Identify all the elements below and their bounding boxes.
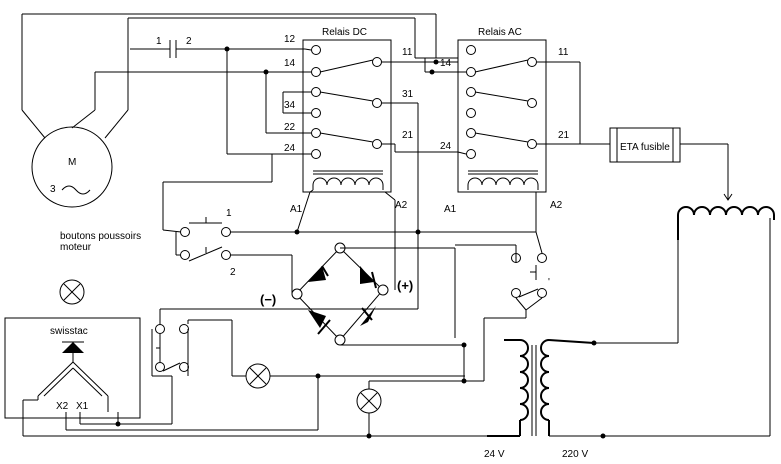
transformer-secondary-coil — [519, 339, 529, 421]
transformer-primary-coil — [540, 339, 550, 421]
diode-icon — [308, 266, 326, 282]
buttons-label-line2: moteur — [60, 242, 92, 253]
relay-ac-box — [457, 39, 547, 193]
fuse-label: ETA fusible — [620, 142, 670, 153]
swisstac-x1-label: X1 — [76, 401, 89, 412]
relay-ac-pin-11: 11 — [558, 47, 569, 58]
relay-dc: Relais DC 12 14 34 22 24 11 31 21 A1 A2 — [266, 27, 436, 215]
diode-icon — [360, 266, 374, 284]
lamp-indicator — [59, 279, 85, 305]
bridge-plus-label: (+) — [397, 278, 413, 293]
capacitor-pin2-label: 2 — [186, 36, 192, 47]
motor-phase-label: 3 — [50, 184, 56, 195]
relay-dc-pin-22: 22 — [284, 122, 296, 133]
autotransformer — [594, 206, 775, 437]
capacitor: 1 2 — [95, 36, 305, 75]
relay-ac-pin-24: 24 — [440, 141, 452, 152]
limit-switch: ' — [455, 231, 550, 381]
relay-ac-pin-21: 21 — [558, 130, 570, 141]
capacitor-pin1-label: 1 — [156, 36, 162, 47]
motor-label: M — [68, 157, 76, 168]
relay-dc-pin-31: 31 — [402, 89, 414, 100]
button-2-label: 2 — [230, 267, 236, 278]
transformer: 24 V 220 V — [484, 339, 606, 460]
fuse-box — [609, 127, 681, 163]
relay-ac-title: Relais AC — [478, 27, 522, 38]
relay-dc-pin-34: 34 — [284, 100, 296, 111]
transformer-primary-label: 220 V — [562, 449, 588, 460]
button-1-label: 1 — [226, 208, 232, 219]
relay-ac-pin-14: 14 — [440, 58, 452, 69]
relay-ac: Relais AC 14 24 11 21 A1 A2 — [440, 27, 610, 215]
relay-dc-coil — [312, 177, 384, 190]
swisstac-label: swisstac — [50, 326, 88, 337]
swisstac-box — [4, 317, 141, 419]
relay-dc-pin-21: 21 — [402, 130, 414, 141]
relay-dc-pin-11: 11 — [402, 47, 413, 58]
relay-dc-box — [302, 39, 392, 193]
relay-dc-a1: A1 — [290, 204, 303, 215]
autotransformer-coil — [677, 206, 775, 240]
left-switch — [151, 309, 233, 382]
buttons-label-line1: boutons poussoirs — [60, 231, 141, 242]
diode-icon — [308, 310, 326, 328]
motor-circle — [31, 126, 113, 208]
relay-dc-pin-14: 14 — [284, 58, 296, 69]
relay-dc-title: Relais DC — [322, 27, 367, 38]
transformer-secondary-label: 24 V — [484, 449, 505, 460]
bridge-rectifier: (−) (+) — [260, 242, 413, 346]
relay-ac-a1: A1 — [444, 204, 457, 215]
relay-ac-a2: A2 — [550, 200, 563, 211]
button-2[interactable] — [188, 246, 223, 262]
push-buttons: boutons poussoirs moteur 1 2 — [60, 208, 418, 278]
relay-dc-pin-24: 24 — [284, 143, 296, 154]
arrow-down-icon — [723, 193, 733, 201]
relay-ac-coil — [467, 177, 539, 190]
relay-dc-pin-12: 12 — [284, 34, 296, 45]
ac-symbol-icon — [61, 185, 91, 195]
lamp-center — [232, 363, 318, 389]
lamp-lower — [356, 381, 382, 418]
fuse: ETA fusible — [609, 127, 681, 163]
swisstac-x2-label: X2 — [56, 401, 69, 412]
limit-switch-tick: ' — [548, 277, 550, 288]
bridge-minus-label: (−) — [260, 292, 276, 307]
swisstac: swisstac X2 X1 — [4, 317, 141, 436]
motor: M 3 — [21, 14, 129, 208]
relay-dc-a2: A2 — [395, 200, 408, 211]
swisstac-arrow-icon — [62, 342, 84, 353]
